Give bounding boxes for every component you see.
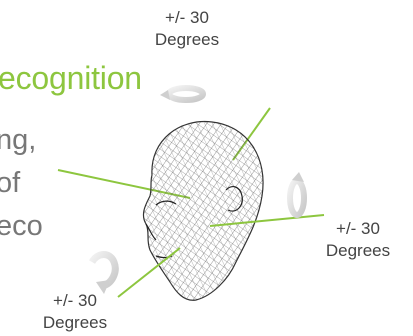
- rotation-arrow-top-icon: [160, 85, 206, 103]
- axis-line-right: [209, 214, 325, 227]
- body-text-line-1: ng,: [0, 124, 37, 156]
- wireframe-head-icon: [142, 120, 264, 301]
- angle-unit-bottom: Degrees: [42, 313, 108, 332]
- angle-label-right: +/- 30 Degrees: [303, 218, 413, 262]
- angle-value-top: +/- 30: [165, 8, 209, 27]
- rotation-arrow-right-icon: [287, 172, 307, 218]
- angle-value-right: +/- 30: [336, 219, 380, 238]
- angle-unit-right: Degrees: [325, 241, 391, 260]
- rotation-arrow-bottom-icon: [89, 251, 119, 294]
- angle-label-bottom: +/- 30 Degrees: [20, 290, 130, 334]
- angle-label-top: +/- 30 Degrees: [132, 7, 242, 51]
- angle-unit-top: Degrees: [154, 30, 220, 49]
- heading-recognition: ecognition: [0, 60, 142, 96]
- body-text-line-2: of: [0, 167, 21, 199]
- angle-value-bottom: +/- 30: [53, 291, 97, 310]
- axis-line-bottom: [117, 247, 181, 298]
- body-text-line-3: eco: [0, 210, 43, 242]
